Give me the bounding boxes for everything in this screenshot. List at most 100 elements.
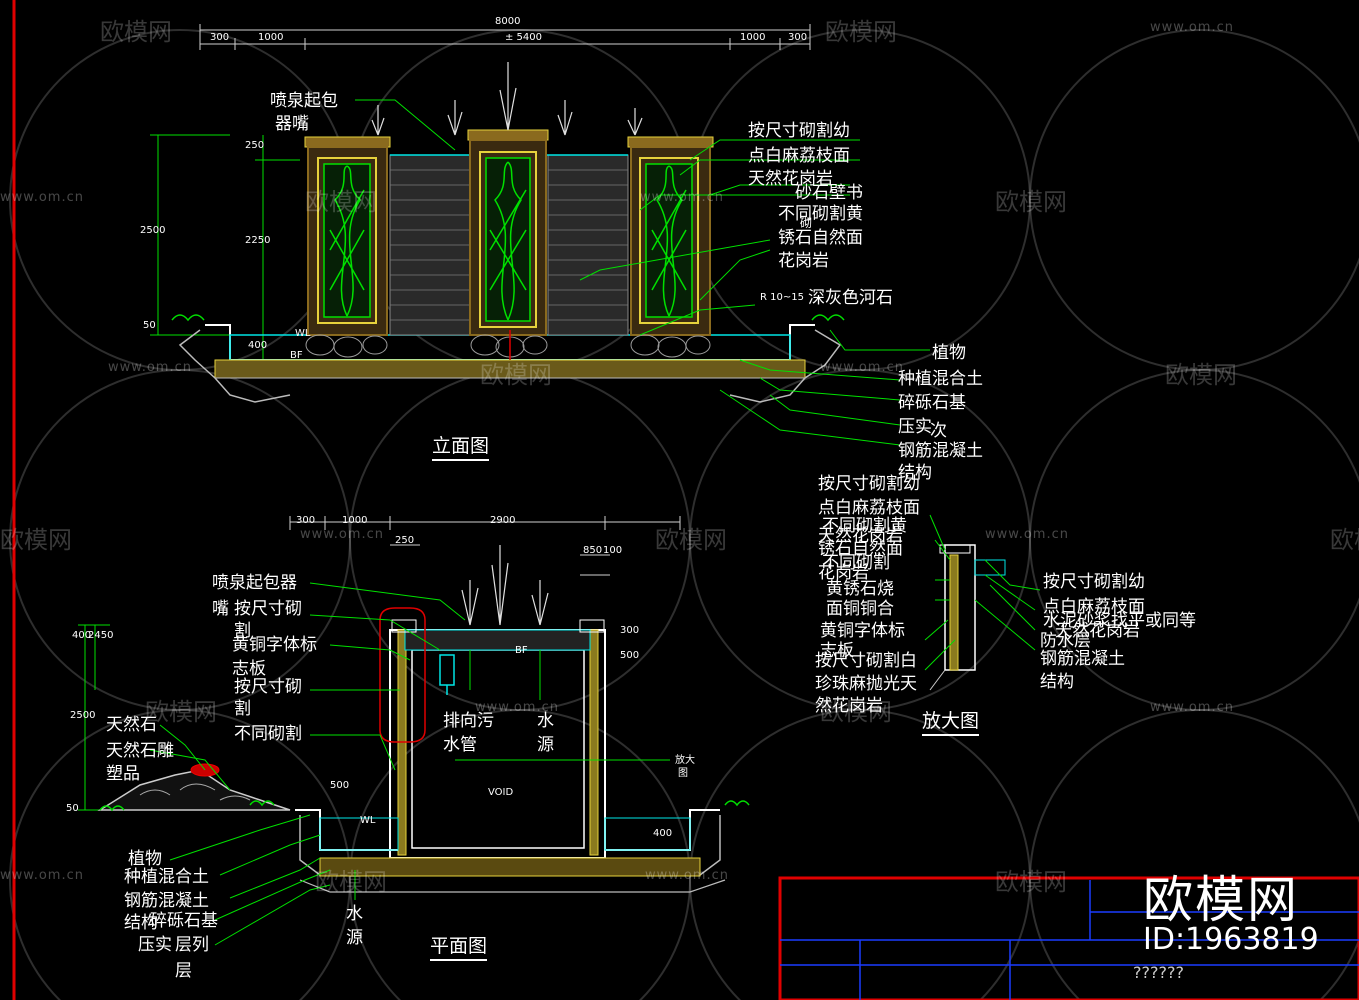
elevation-pillar-left [304, 136, 391, 358]
label-structure: 结构 [898, 463, 932, 483]
watermark-url: www.om.cn [475, 700, 559, 715]
watermark-url: www.om.cn [0, 190, 84, 205]
label-river-note: R 10~15 [760, 292, 804, 303]
label-water-b: 源 [537, 735, 554, 755]
label-section-layer-a: 层列 [175, 935, 209, 955]
label-right-2: 点白麻荔枝面 [748, 146, 850, 166]
label-right-5b: 砌 [800, 216, 813, 230]
detail-left-label-6: 不同砌割 [822, 553, 890, 573]
watermark-url: www.om.cn [640, 190, 724, 205]
label-diff: 不同砌割 [234, 724, 302, 744]
label-cut2-b: 割 [234, 699, 251, 719]
watermark-brand: 欧模网 [655, 526, 727, 554]
detail-right-label-7: 结构 [1040, 672, 1074, 692]
title-block [778, 876, 1359, 1000]
dim-h400b: 400 [653, 828, 673, 839]
label-section-concrete: 钢筋混凝土 [124, 891, 209, 911]
label-section-plant: 植物 [128, 849, 162, 869]
label-void: VOID [488, 787, 514, 798]
dim-h2450: 2450 [88, 630, 114, 641]
section-pipes [354, 650, 670, 900]
dim-section-bf: BF [515, 645, 528, 656]
section-dimension-top [289, 516, 681, 576]
label-layer-c: 次 [930, 421, 947, 441]
dim-edge-right: 300 [788, 32, 808, 43]
label-section-soil: 种植混合土 [124, 867, 209, 887]
watermark-brand: 欧模网 [315, 868, 387, 896]
brand-logo: 欧模网 [1143, 871, 1299, 929]
dim-h-top: 250 [245, 140, 265, 151]
section-pools [295, 809, 726, 893]
label-soil: 种植混合土 [898, 369, 983, 389]
watermark-url: www.om.cn [645, 868, 729, 883]
section-detail-marker [379, 607, 426, 743]
section-view [78, 516, 750, 946]
dim-h-total: 2500 [140, 225, 166, 236]
elevation-fountain-sprays [371, 62, 643, 136]
label-cut-a: 按尺寸砌 [234, 599, 302, 619]
watermark-url: www.om.cn [985, 527, 1069, 542]
label-right-1: 按尺寸砌割幼 [748, 121, 850, 141]
detail-left-label-1: 按尺寸砌割幼 [818, 474, 920, 494]
label-sculpture-a: 天然石雕 [106, 741, 174, 761]
dim-h500: 500 [620, 650, 640, 661]
watermark-url: www.om.cn [1150, 20, 1234, 35]
detail-right-label-5: 防水层 [1040, 631, 1091, 651]
label-enlarge: 放大 [675, 755, 695, 766]
watermark-circles [9, 29, 1359, 1000]
elevation-plants [171, 314, 845, 322]
elevation-pillar-center [467, 129, 549, 360]
watermark-brand: 欧模网 [0, 526, 72, 554]
elevation-title: 立面图 [432, 435, 490, 461]
elevation-wall [389, 154, 629, 336]
dim-h2500: 2500 [70, 710, 96, 721]
detail-view [924, 514, 1041, 691]
label-right-5: 不同砌割黄 [778, 204, 863, 224]
label-nozzle-a: 喷泉起包器 [212, 573, 297, 593]
watermark-url: www.om.cn [0, 868, 84, 883]
dim-bf: BF [290, 350, 303, 361]
dim-edge-left: 300 [210, 32, 230, 43]
dim-h300: 300 [620, 625, 640, 636]
dim-h-water: 400 [248, 340, 268, 351]
section-plants [724, 800, 750, 807]
label-brass-a: 黄铜字体标 [232, 635, 317, 655]
dim-h-mid: 2250 [245, 235, 271, 246]
label-concrete: 钢筋混凝土 [898, 441, 983, 461]
label-drain-b: 水管 [443, 735, 477, 755]
watermark-brand: 欧模网 [825, 18, 897, 46]
dim-w500: 500 [330, 780, 350, 791]
watermark-brand: 欧模网 [995, 188, 1067, 216]
detail-left-label-2: 点白麻荔枝面 [818, 498, 920, 518]
detail-left-label-12: 按尺寸砌割白 [815, 651, 917, 671]
detail-left-label-8: 黄锈石烧 [826, 579, 894, 599]
label-river: 深灰色河石 [808, 288, 893, 308]
detail-left-label-7: 花岗岩 [818, 563, 869, 583]
elevation-dimension-top [199, 24, 811, 50]
watermark-url: www.om.cn [108, 360, 192, 375]
brand-id: ID:1963819 [1143, 922, 1319, 957]
detail-right-label-1: 按尺寸砌割幼 [1043, 572, 1145, 592]
label-section-layer-b: 层 [175, 961, 192, 981]
detail-right-label-6: 钢筋混凝土 [1040, 649, 1125, 669]
watermark-url: www.om.cn [300, 527, 384, 542]
title-block-text: ?????? [1133, 963, 1184, 982]
dim-total: 8000 [495, 16, 521, 27]
detail-left-label-9: 面铜铜合 [826, 599, 894, 619]
label-section-pressed: 压实 [138, 935, 172, 955]
detail-left-label-13: 珍珠麻抛光天 [815, 674, 917, 694]
dim-100: 100 [603, 545, 623, 556]
dim-h50: 50 [66, 803, 79, 814]
watermark-brand: 欧模网 [305, 188, 377, 216]
label-sculpture-b: 塑品 [106, 764, 140, 784]
watermark-brand: 欧模网 [820, 698, 892, 726]
label-right-3: 天然花岗岩 [748, 169, 833, 189]
label-stone: 天然石 [106, 715, 157, 735]
label-source-b: 源 [346, 928, 363, 948]
label-brass-b: 志板 [232, 659, 266, 679]
section-rock-sculpture [97, 763, 291, 812]
detail-right-label-4: 水泥砂浆找平或同等 [1043, 611, 1196, 631]
label-cut-b: 割 [234, 621, 251, 641]
dim-h400: 400 [72, 630, 92, 641]
